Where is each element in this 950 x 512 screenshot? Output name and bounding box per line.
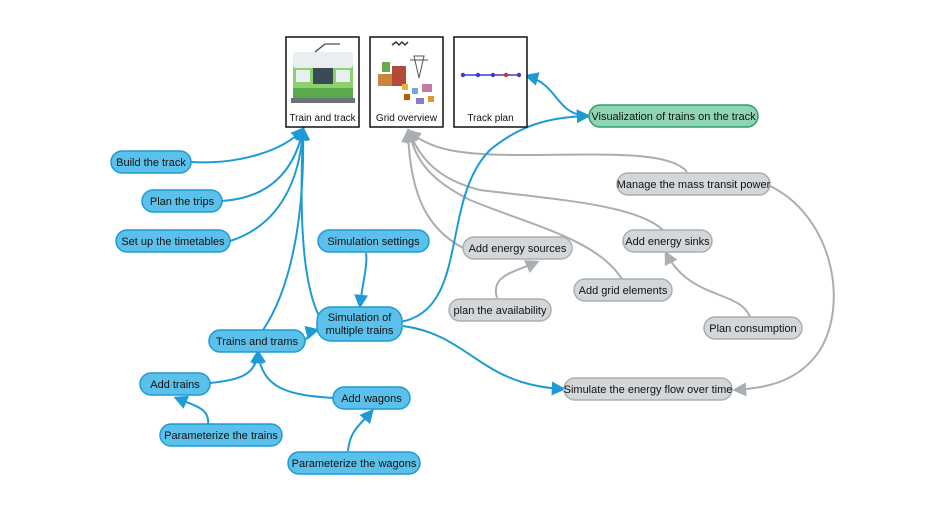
panel-grid-overview[interactable]: Grid overview	[369, 36, 444, 128]
node-add-energy-sinks[interactable]: Add energy sinks	[622, 229, 713, 253]
svg-text:Add trains: Add trains	[150, 379, 200, 391]
power-grid-illustration-icon	[378, 40, 434, 104]
edge-availability-to-sources	[494, 260, 540, 299]
svg-text:Parameterize the trains: Parameterize the trains	[164, 430, 278, 442]
node-manage-power[interactable]: Manage the mass transit power	[616, 172, 771, 196]
edge-trainsandtrams-to-train	[262, 126, 311, 331]
edge-simulation-to-train	[295, 126, 321, 319]
svg-text:Build the track: Build the track	[116, 157, 186, 169]
svg-text:Simulation of: Simulation of	[328, 312, 393, 324]
node-add-trains[interactable]: Add trains	[139, 372, 211, 396]
node-plan-trips[interactable]: Plan the trips	[141, 189, 223, 213]
node-add-grid-elements[interactable]: Add grid elements	[573, 278, 673, 302]
edge-power-to-simulate	[732, 185, 835, 397]
edge-sources-to-grid	[401, 128, 464, 249]
edge-addtrains-to-trainsandtrams	[209, 349, 264, 384]
svg-text:Trains and trams: Trains and trams	[216, 336, 299, 348]
panel-label-grid-overview: Grid overview	[376, 113, 438, 124]
edge-trainsandtrams-to-simulation	[304, 325, 320, 341]
svg-text:Add energy sources: Add energy sources	[469, 243, 567, 255]
node-simulation-settings[interactable]: Simulation settings	[317, 229, 430, 253]
edge-power-to-grid	[406, 129, 688, 173]
edge-addwagons-to-trainsandtrams	[252, 349, 334, 399]
panel-track-plan[interactable]: Track plan	[453, 36, 528, 128]
node-plan-consumption[interactable]: Plan consumption	[703, 316, 803, 340]
node-visualization[interactable]: Visualization of trains on the track	[588, 104, 759, 128]
node-parameterize-trains[interactable]: Parameterize the trains	[159, 423, 283, 447]
svg-text:Manage the mass transit power: Manage the mass transit power	[617, 179, 771, 191]
node-parameterize-wagons[interactable]: Parameterize the wagons	[287, 451, 421, 475]
edge-gridelements-to-grid	[404, 128, 624, 282]
track-line-icon	[460, 72, 522, 78]
node-simulation-multiple-trains[interactable]: Simulation of multiple trains	[316, 306, 403, 342]
gray-edges	[401, 128, 835, 397]
svg-text:Plan consumption: Plan consumption	[709, 323, 796, 335]
svg-text:Add wagons: Add wagons	[341, 393, 402, 405]
svg-text:Visualization of trains on the: Visualization of trains on the track	[591, 111, 756, 123]
svg-text:Simulation settings: Simulation settings	[327, 236, 420, 248]
node-simulate-energy-flow[interactable]: Simulate the energy flow over time	[563, 377, 733, 401]
edge-simulation-to-visualization	[399, 109, 591, 323]
edge-simulation-to-energyflow	[402, 325, 566, 396]
svg-text:plan the availability: plan the availability	[454, 305, 547, 317]
edge-paramwagons-to-addwagons	[347, 408, 374, 452]
edge-plantrips-to-train	[221, 126, 308, 202]
train-illustration-icon	[291, 43, 355, 103]
edge-visualization-to-trackplan	[524, 72, 591, 117]
edge-sinks-to-grid	[406, 128, 666, 233]
node-trains-and-trams[interactable]: Trains and trams	[208, 329, 306, 353]
blue-edges	[173, 72, 591, 452]
edge-buildtrack-to-train	[189, 126, 305, 164]
edge-paramtrains-to-addtrains	[173, 395, 210, 426]
node-add-energy-sources[interactable]: Add energy sources	[462, 236, 573, 260]
panel-train-and-track[interactable]: Train and track	[285, 36, 360, 128]
node-add-wagons[interactable]: Add wagons	[332, 386, 411, 410]
svg-text:Simulate the energy flow over: Simulate the energy flow over time	[564, 384, 733, 396]
panel-label-train-and-track: Train and track	[289, 113, 356, 124]
svg-text:Add grid elements: Add grid elements	[579, 285, 668, 297]
svg-text:Parameterize the wagons: Parameterize the wagons	[292, 458, 417, 470]
node-build-track[interactable]: Build the track	[110, 150, 192, 174]
node-set-up-timetables[interactable]: Set up the timetables	[115, 229, 231, 253]
svg-text:multiple trains: multiple trains	[326, 325, 394, 337]
edge-consumption-to-sinks	[664, 250, 751, 318]
panel-label-track-plan: Track plan	[467, 113, 513, 124]
edge-settings-to-simulation	[354, 252, 369, 309]
svg-text:Add energy sinks: Add energy sinks	[625, 236, 710, 248]
svg-text:Set up the timetables: Set up the timetables	[121, 236, 225, 248]
svg-text:Plan the trips: Plan the trips	[150, 196, 215, 208]
edge-timetables-to-train	[229, 126, 310, 242]
node-plan-availability[interactable]: plan the availability	[448, 298, 552, 322]
